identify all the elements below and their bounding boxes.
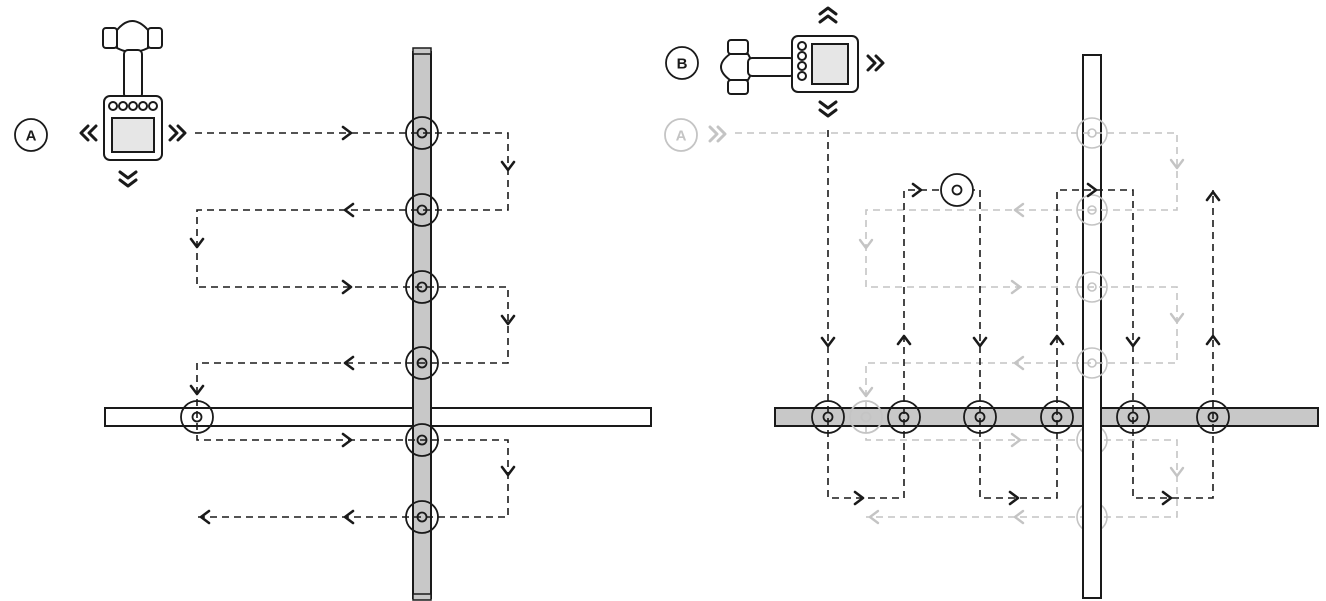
path-arrow-icon bbox=[500, 314, 516, 326]
path-arrow-icon bbox=[1205, 334, 1221, 346]
path-arrows-b bbox=[820, 182, 1221, 506]
sweep-path-b bbox=[827, 130, 1214, 499]
pipe-markers-b bbox=[811, 173, 1230, 434]
path-arrow-icon bbox=[189, 237, 205, 249]
label-a-badge: A bbox=[14, 118, 48, 152]
locator-device-icon bbox=[102, 20, 163, 161]
sweep-path bbox=[195, 132, 509, 518]
target-marker-icon bbox=[405, 270, 439, 304]
target-marker-icon bbox=[940, 173, 974, 207]
path-arrow-icon bbox=[1086, 182, 1098, 198]
target-marker-icon bbox=[405, 346, 439, 380]
target-marker-icon bbox=[405, 423, 439, 457]
label-b: B bbox=[677, 56, 688, 73]
left-panel: A bbox=[14, 20, 652, 601]
path-arrow-icon bbox=[189, 384, 205, 396]
label-b-badge: B bbox=[665, 46, 699, 80]
target-marker-icon bbox=[1040, 400, 1074, 434]
path-arrow-icon bbox=[343, 355, 355, 371]
path-arrow-icon bbox=[343, 509, 355, 525]
path-arrow-icon bbox=[341, 279, 353, 295]
ghost-label-a: A bbox=[676, 128, 687, 145]
path-arrow-icon bbox=[911, 182, 923, 198]
target-marker-icon bbox=[849, 400, 883, 434]
double-chevron-icon bbox=[168, 124, 187, 142]
path-arrow-icon bbox=[1205, 190, 1221, 202]
path-arrow-icon bbox=[896, 334, 912, 346]
path-arrow-icon bbox=[500, 465, 516, 477]
path-arrow-icon bbox=[341, 432, 353, 448]
double-chevron-icon bbox=[118, 170, 138, 188]
target-marker-icon bbox=[405, 500, 439, 534]
path-arrows bbox=[189, 125, 516, 525]
path-arrow-icon bbox=[820, 336, 836, 348]
double-chevron-icon bbox=[866, 54, 885, 72]
target-marker-icon bbox=[405, 193, 439, 227]
path-arrow-icon bbox=[853, 490, 865, 506]
target-marker-icon bbox=[405, 116, 439, 150]
path-arrow-icon bbox=[1161, 490, 1173, 506]
path-arrow-icon bbox=[199, 509, 211, 525]
double-chevron-icon bbox=[818, 100, 838, 118]
direction-chevrons bbox=[79, 124, 187, 188]
path-arrow-icon bbox=[1049, 334, 1065, 346]
target-marker-icon bbox=[180, 400, 214, 434]
ghost-path-arrows bbox=[858, 158, 1185, 525]
horizontal-pipe bbox=[104, 407, 652, 427]
horizontal-pipe-right bbox=[774, 407, 1319, 427]
path-arrow-icon bbox=[343, 202, 355, 218]
ghost-sweep-path bbox=[735, 132, 1178, 518]
double-chevron-icon bbox=[818, 6, 838, 24]
target-marker-icon bbox=[887, 400, 921, 434]
label-a: A bbox=[26, 128, 37, 145]
double-chevron-icon bbox=[79, 124, 98, 142]
target-marker-icon bbox=[963, 400, 997, 434]
target-marker-icon bbox=[1116, 400, 1150, 434]
double-chevron-icon bbox=[708, 125, 727, 143]
pipe-markers bbox=[180, 116, 439, 534]
locator-device-icon bbox=[720, 35, 859, 95]
ghost-label-a-badge: A bbox=[664, 118, 727, 152]
path-arrow-icon bbox=[972, 336, 988, 348]
direction-chevrons-b bbox=[818, 6, 885, 118]
ghost-markers bbox=[1076, 117, 1108, 533]
path-arrow-icon bbox=[500, 160, 516, 172]
path-arrow-icon bbox=[1125, 336, 1141, 348]
right-panel: B A bbox=[664, 6, 1319, 599]
target-marker-icon bbox=[811, 400, 845, 434]
target-marker-icon bbox=[1196, 400, 1230, 434]
path-arrow-icon bbox=[341, 125, 353, 141]
path-arrow-icon bbox=[1008, 490, 1020, 506]
